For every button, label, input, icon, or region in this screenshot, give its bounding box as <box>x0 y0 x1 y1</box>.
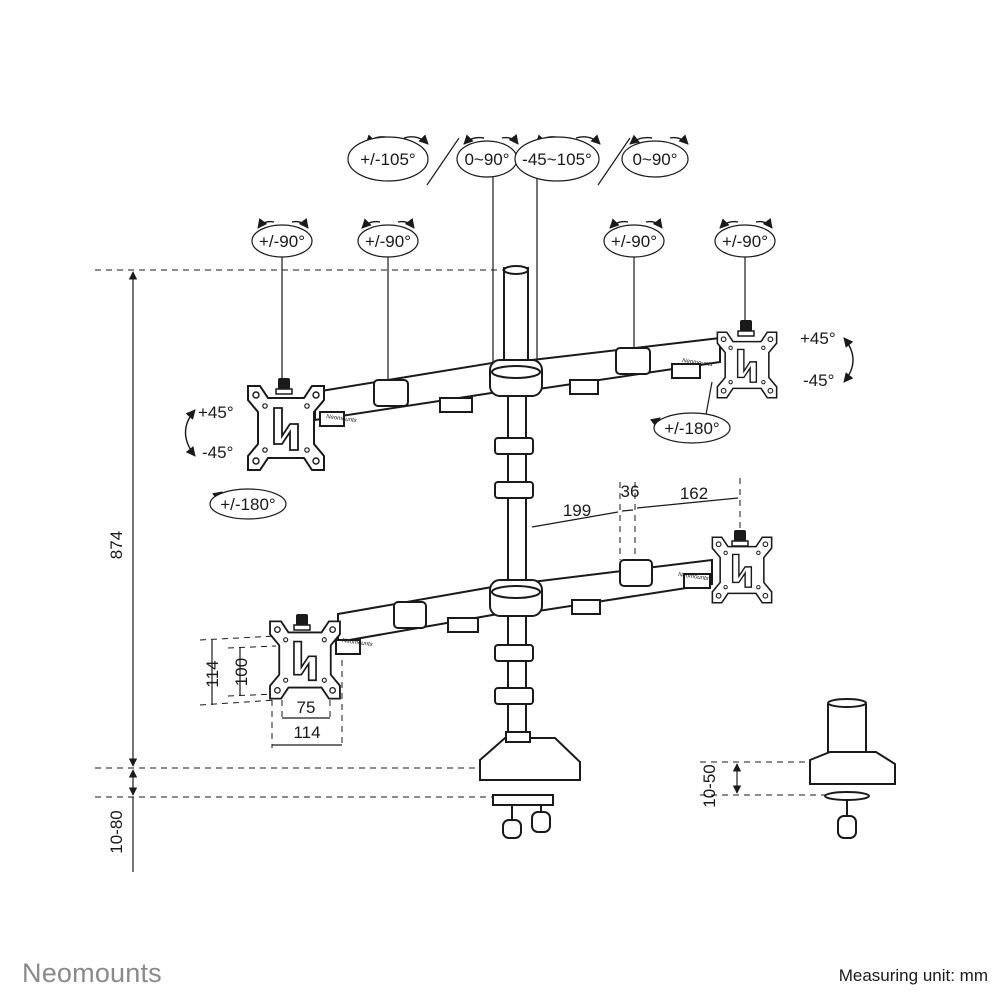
rotation-label-arm-swivel: +/-105° <box>360 150 415 169</box>
measuring-unit-note: Measuring unit: mm <box>838 966 988 985</box>
dim-vesa-v-100: 100 <box>232 658 251 686</box>
dim-arm-199: 199 <box>563 501 591 520</box>
upper-arm <box>314 336 721 427</box>
vesa-plate-top-left <box>247 377 325 471</box>
dim-grommet-range: 10-50 <box>700 764 719 807</box>
dim-vesa-h-114: 114 <box>293 723 320 742</box>
dim-vesa-h-75: 75 <box>297 698 316 717</box>
rotation-label-arm-height: 0~90° <box>464 150 509 169</box>
arm-brand-text: Neomounts <box>678 572 709 582</box>
desk-clamp <box>479 731 581 839</box>
swivel-left: +/-180° <box>220 495 275 514</box>
rotation-label-joint-3: +/-90° <box>611 232 657 251</box>
lower-arm <box>335 558 713 655</box>
rotation-label-joint-4: +/-90° <box>722 232 768 251</box>
dim-clamp-range: 10-80 <box>107 810 126 853</box>
tilt-right-down: -45° <box>803 371 834 390</box>
brand-logo: Neomounts <box>22 958 162 988</box>
dim-height-874: 874 <box>107 531 126 559</box>
arm-brand-text: Neomounts <box>682 358 713 368</box>
vesa-plate-top-right <box>716 319 778 399</box>
arm-brand-text: Neomounts <box>326 414 357 424</box>
vesa-plate-bottom-right <box>711 529 773 604</box>
tilt-left-up: +45° <box>198 403 234 422</box>
swivel-right: +/-180° <box>664 419 719 438</box>
vesa-plate-bottom-left <box>269 613 341 700</box>
dim-arm-36: 36 <box>621 482 640 501</box>
arm-brand-text: Neomounts <box>342 638 373 648</box>
rotation-arrows <box>184 134 854 507</box>
pole <box>494 265 534 761</box>
dim-arm-162: 162 <box>680 484 708 503</box>
rotation-label-ellipses <box>209 136 776 520</box>
dimension-lines <box>128 271 742 872</box>
grommet-inset <box>809 698 896 839</box>
rotation-label-joint-2: +/-90° <box>365 232 411 251</box>
tilt-left-down: -45° <box>202 443 233 462</box>
rotation-label-arm-rotate: -45~105° <box>522 150 592 169</box>
dashed-extension-lines <box>95 269 828 798</box>
tilt-right-up: +45° <box>800 329 836 348</box>
rotation-label-joint-1: +/-90° <box>259 232 305 251</box>
dim-vesa-v-114: 114 <box>203 660 222 687</box>
rotation-label-arm-tilt: 0~90° <box>632 150 677 169</box>
